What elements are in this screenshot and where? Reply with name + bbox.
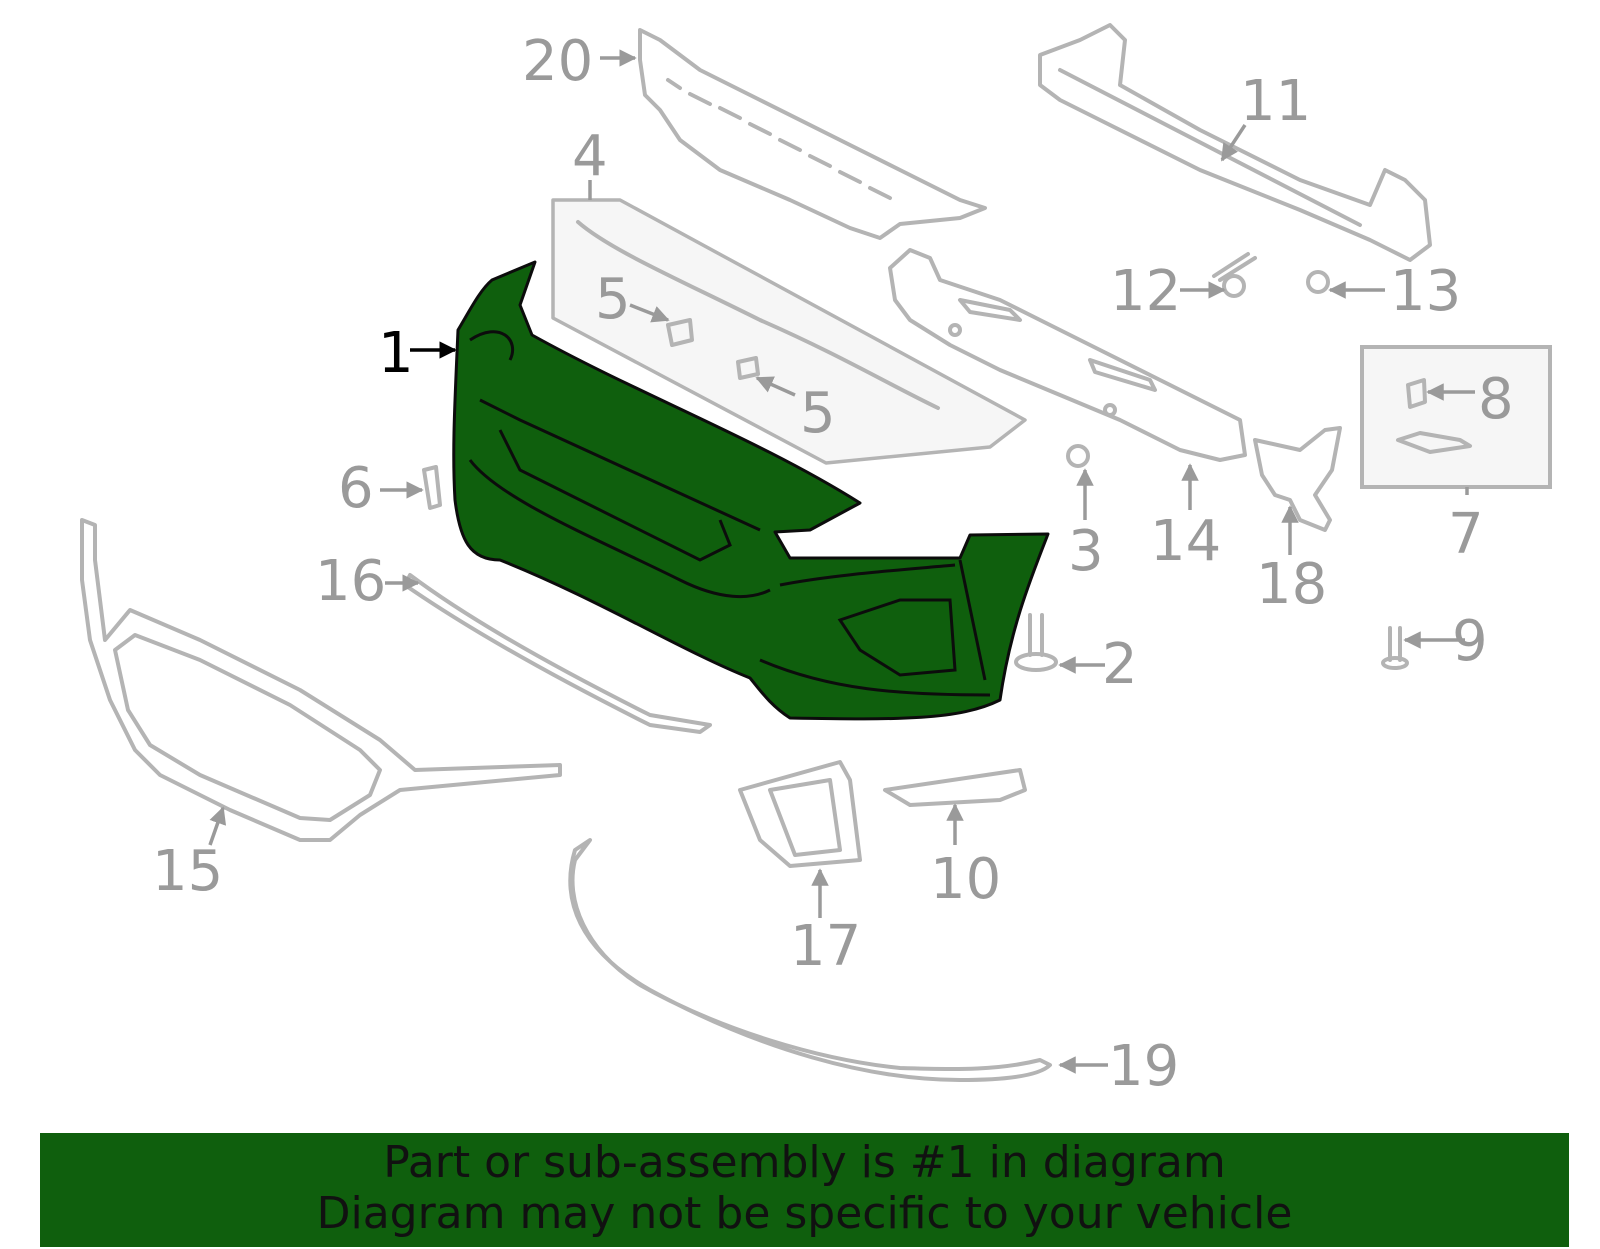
callout-5a: 5 [595,267,631,332]
part-15-grille [80,518,562,842]
callout-19: 19 [1108,1034,1179,1099]
notice-banner: Part or sub-assembly is #1 in diagram Di… [40,1133,1569,1247]
callout-12: 12 [1110,259,1181,324]
part-18-side-bracket [1253,426,1342,532]
part-9-bolt [1388,626,1402,662]
parts-diagram: 1 20 4 5 5 11 12 13 8 7 3 14 18 6 16 2 9… [80,23,1552,1099]
callout-8: 8 [1478,367,1514,432]
callout-14: 14 [1150,509,1221,574]
part-4-cover [551,198,1027,465]
callout-4: 4 [572,124,608,189]
part-17-fog-bezel [738,760,862,868]
callout-2: 2 [1102,632,1138,697]
callout-labels: 1 20 4 5 5 11 12 13 8 7 3 14 18 6 16 2 9… [152,29,1514,1099]
fasteners [422,252,1409,672]
part-12-bolt [1212,252,1257,282]
callout-15: 15 [152,839,223,904]
part-20-upper-absorber [638,28,987,240]
callout-17: 17 [790,914,861,979]
callout-7: 7 [1448,502,1484,567]
callout-1: 1 [378,321,414,386]
part-5-clip-a [666,318,694,347]
part-3-nut [1066,444,1090,468]
banner-line-2: Diagram may not be specific to your vehi… [316,1188,1293,1239]
callout-11: 11 [1240,69,1311,134]
callout-10: 10 [930,847,1001,912]
callout-3: 3 [1068,519,1104,584]
callout-13: 13 [1390,259,1461,324]
part-14-lower-absorber [888,248,1247,462]
part-10-bracket [883,768,1027,807]
callout-6: 6 [338,456,374,521]
part-2-bolt [1028,613,1044,657]
callout-20: 20 [522,29,593,94]
part-5-clip-b [736,356,760,380]
banner-line-1: Part or sub-assembly is #1 in diagram [383,1137,1226,1188]
callout-9: 9 [1452,609,1488,674]
part-19-lower-molding [568,838,1052,1082]
callout-16: 16 [315,549,386,614]
callout-5b: 5 [800,381,836,446]
part-1-bumper-cover [452,260,1050,721]
part-13-nut [1306,270,1330,294]
part-7-kit-box [1360,345,1552,489]
callout-18: 18 [1256,552,1327,617]
part-16-molding [403,573,712,734]
part-6-clip [422,465,442,510]
leader-lines [208,49,1475,1074]
part-11-reinforcement [1038,23,1432,262]
